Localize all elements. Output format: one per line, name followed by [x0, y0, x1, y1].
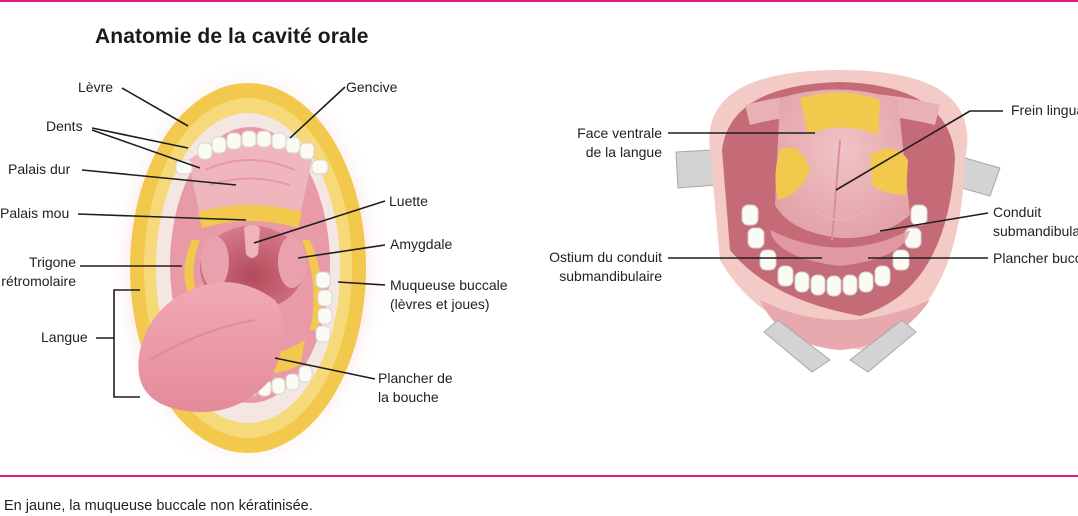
left-mouth-illustration	[77, 63, 386, 473]
label-ostium-line2: submandibulaire	[559, 268, 662, 284]
label-langue: Langue	[41, 329, 88, 345]
label-frein-lingual: Frein lingual	[1011, 102, 1078, 118]
top-accent-rule	[0, 0, 1078, 2]
label-ostium-line1: Ostium du conduit	[549, 249, 662, 265]
bottom-accent-rule	[0, 475, 1078, 477]
label-amygdale: Amygdale	[390, 236, 453, 252]
label-levre: Lèvre	[78, 79, 114, 95]
label-palais-mou: Palais mou	[0, 205, 70, 221]
label-muqueuse-line1: Muqueuse buccale	[390, 277, 508, 293]
figure-title: Anatomie de la cavité orale	[95, 25, 369, 48]
label-muqueuse-line2: (lèvres et joues)	[390, 296, 490, 312]
label-gencive: Gencive	[346, 79, 398, 95]
label-luette: Luette	[389, 193, 428, 209]
label-plancher-line1: Plancher de	[378, 370, 453, 386]
label-conduit-submandibulaire: Conduit submandibulaire	[993, 203, 1078, 241]
label-face-ventrale: Face ventrale de la langue	[540, 124, 662, 162]
label-conduit-line1: Conduit	[993, 204, 1042, 220]
label-plancher-buccal: Plancher buccal	[993, 250, 1078, 266]
label-trigone-line2: rétromolaire	[1, 273, 76, 289]
label-trigone-line1: Trigone	[29, 254, 76, 270]
label-plancher-bouche: Plancher de la bouche	[378, 369, 453, 407]
label-muqueuse-buccale: Muqueuse buccale (lèvres et joues)	[390, 276, 508, 314]
label-trigone-retromolaire: Trigone rétromolaire	[0, 253, 76, 291]
figure-caption: En jaune, la muqueuse buccale non kérati…	[4, 498, 313, 514]
label-face-line2: de la langue	[585, 144, 662, 160]
label-palais-dur: Palais dur	[8, 161, 71, 177]
label-face-line1: Face ventrale	[577, 125, 662, 141]
label-plancher-line2: la bouche	[378, 389, 439, 405]
label-ostium-conduit: Ostium du conduit submandibulaire	[520, 248, 662, 286]
label-conduit-line2: submandibulaire	[993, 223, 1078, 239]
label-dents: Dents	[46, 118, 83, 134]
right-mouth-illustration	[668, 70, 1003, 373]
